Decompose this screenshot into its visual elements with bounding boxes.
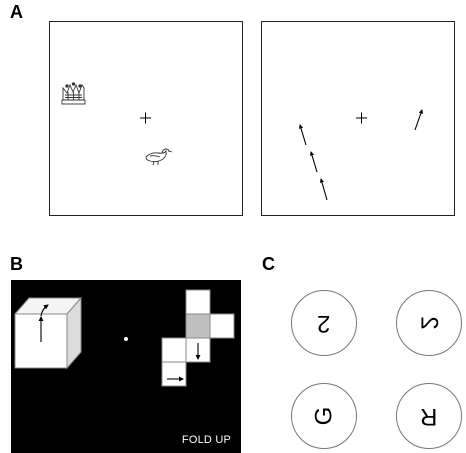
fixation-cross-icon	[356, 112, 367, 124]
rotated-character: G	[309, 406, 337, 426]
rotated-character: 2	[317, 310, 331, 337]
crown-icon	[61, 82, 86, 105]
arrow-icon	[309, 151, 318, 173]
arrow-icon	[40, 304, 49, 317]
panel-a-right-frame	[261, 21, 455, 216]
arrow-icon	[414, 109, 423, 131]
panel-a-letter: A	[10, 2, 23, 22]
fold-up-label: FOLD UP	[181, 434, 231, 446]
rotated-character-circle: G	[291, 383, 357, 449]
rotated-character-circle: 2	[396, 290, 462, 356]
rotated-character: R	[420, 403, 438, 430]
panel-b-display: FOLD UP	[11, 280, 241, 453]
fixation-cross-icon	[140, 112, 151, 124]
panel-b-letter: B	[10, 254, 23, 274]
fixation-dot	[124, 337, 128, 341]
panel-a-left-frame	[49, 21, 243, 216]
rotated-character-circle: 2	[291, 290, 357, 356]
cube-icon	[13, 296, 83, 370]
arrow-icon	[298, 124, 307, 146]
panel-c-letter: C	[262, 254, 275, 274]
rotated-character-circle: R	[396, 383, 462, 449]
arrow-icon	[319, 178, 328, 201]
bird-icon	[145, 148, 173, 166]
rotated-character: 2	[415, 316, 443, 330]
net-icon	[161, 289, 235, 387]
